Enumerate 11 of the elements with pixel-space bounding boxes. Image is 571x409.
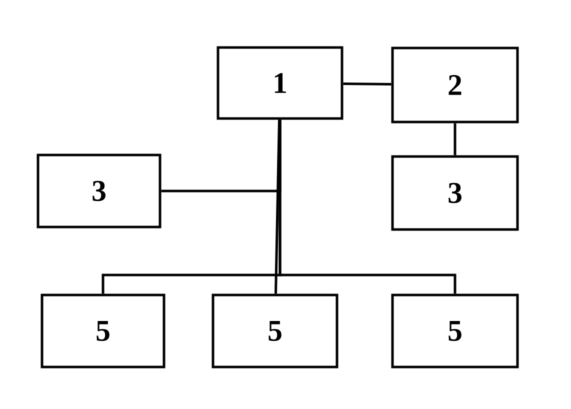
- numbered-box: 3: [391, 155, 519, 231]
- connector-line: [454, 123, 456, 156]
- numbered-box: 2: [391, 46, 519, 124]
- numbered-box: 3: [36, 154, 162, 228]
- numbered-box: 5: [40, 294, 166, 368]
- connector-line: [274, 120, 281, 294]
- numbered-box: 5: [212, 294, 338, 368]
- connector-line: [278, 120, 456, 294]
- numbered-box: 5: [391, 294, 519, 368]
- numbered-box: 1: [216, 46, 344, 120]
- connector-line: [343, 82, 392, 86]
